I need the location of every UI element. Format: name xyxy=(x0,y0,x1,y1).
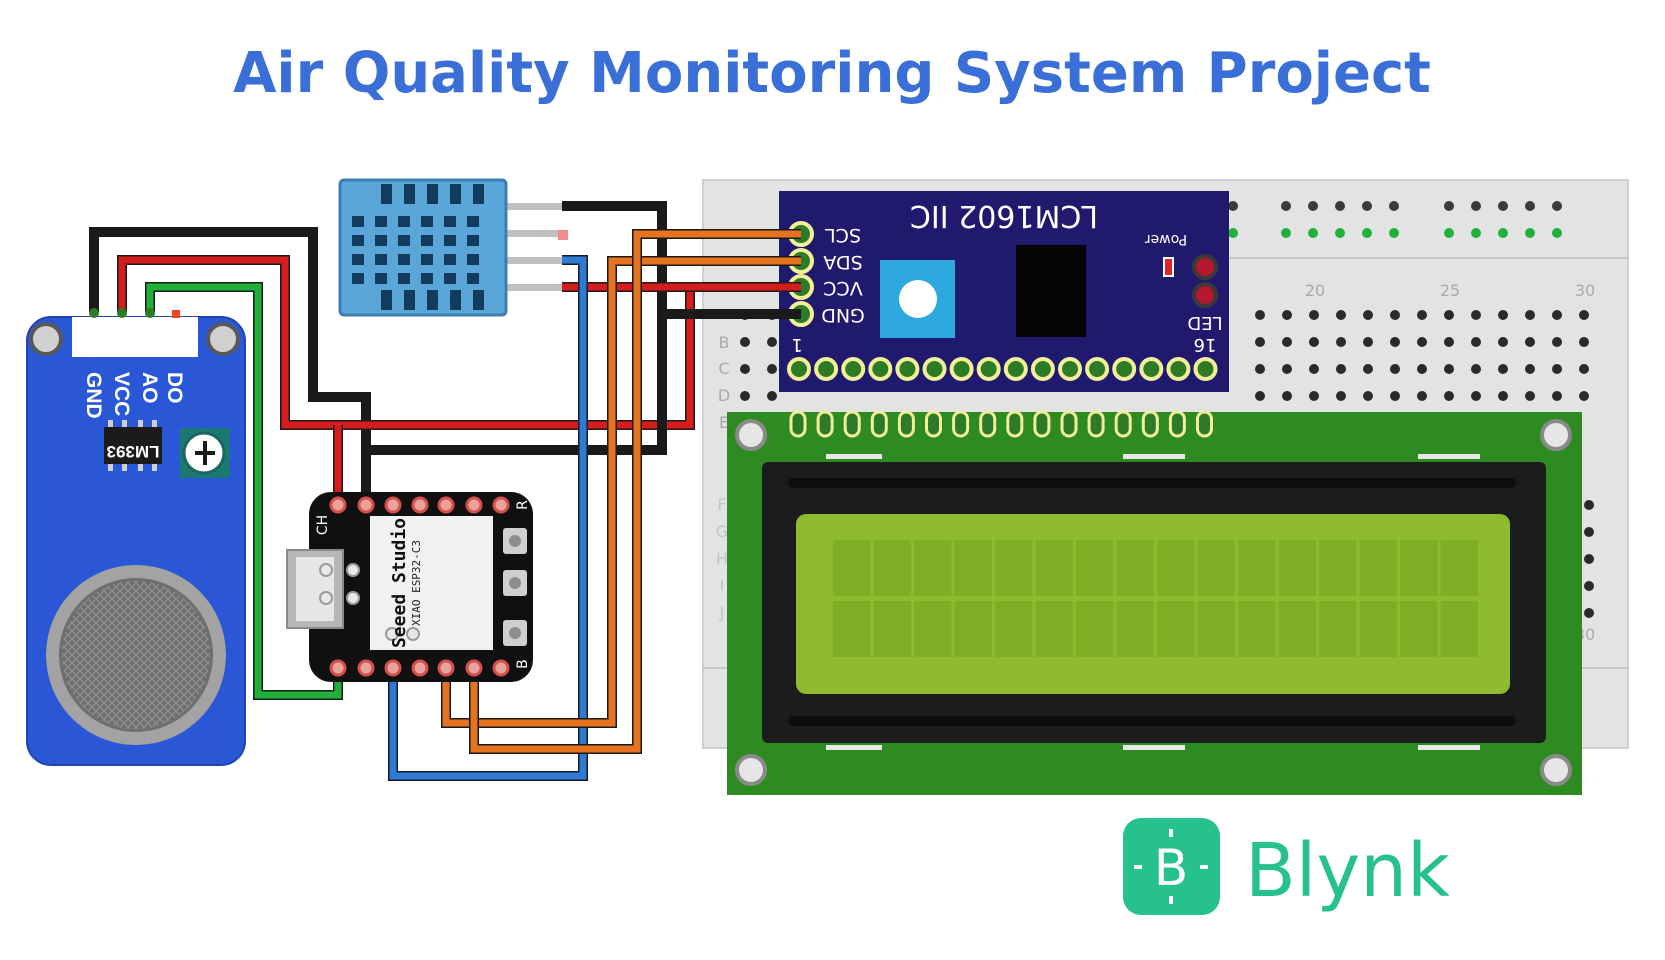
i2c-module-header-pins xyxy=(787,357,1218,381)
gas-sensor-module: DO AO VCC GND LM393 xyxy=(26,308,246,766)
blynk-icon xyxy=(1123,818,1220,915)
column-number-30: 30 xyxy=(1575,281,1595,300)
b-label: B xyxy=(515,659,531,669)
controller-brand: Seeed Studio xyxy=(389,518,410,648)
wires xyxy=(89,201,801,781)
row-letter-h: H xyxy=(716,549,728,568)
dht-nc-pin xyxy=(558,230,568,240)
pin-end-label: 16 xyxy=(1194,334,1217,355)
power-led xyxy=(1163,257,1174,277)
blynk-logo: B Blynk xyxy=(1123,818,1450,915)
ch-label: CH xyxy=(315,515,331,535)
breadboard-power-rail xyxy=(1228,201,1562,238)
row-letter-b: B xyxy=(719,333,730,352)
pin-label-vcc: VCC xyxy=(823,277,863,299)
comparator-chip-label: LM393 xyxy=(107,442,160,461)
dht-grille xyxy=(352,184,484,310)
blynk-wordmark: Blynk xyxy=(1245,828,1450,914)
pin-label-scl: SCL xyxy=(825,224,861,246)
sensor-pin-label-vcc: VCC xyxy=(110,372,133,416)
lcd-character-cells xyxy=(833,540,1478,657)
controller-model: XIAO ESP32-C3 xyxy=(410,540,423,626)
row-letter-d: D xyxy=(718,386,730,405)
lcd-i2c-module: LCM1602 IIC Power LED 16 1 SCL SDA VCC G… xyxy=(779,191,1229,392)
row-letter-e: E xyxy=(719,413,729,432)
led-label: LED xyxy=(1187,312,1222,333)
blynk-icon-glyph: B xyxy=(1154,839,1188,897)
dht-sensor xyxy=(338,178,564,317)
lcd-header-pins xyxy=(789,410,1213,438)
row-letter-i: I xyxy=(720,576,725,595)
column-number-25: 25 xyxy=(1440,281,1460,300)
lcd-display xyxy=(727,410,1582,795)
page-title: Air Quality Monitoring System Project xyxy=(233,41,1431,106)
xiao-esp32-c3: Seeed Studio XIAO ESP32-C3 CH R B xyxy=(286,492,533,682)
i2c-chip xyxy=(1016,245,1086,337)
power-label: Power xyxy=(1145,231,1188,247)
row-letter-j: J xyxy=(719,603,725,622)
sensor-pin-label-ao: AO xyxy=(138,372,161,404)
breadboard-holes xyxy=(740,310,1594,618)
pin-start-label: 1 xyxy=(791,334,802,355)
xiao-pins xyxy=(319,496,510,677)
row-letter-c: C xyxy=(718,359,729,378)
row-letter-g: G xyxy=(716,522,728,541)
sensor-pin-label-do: DO xyxy=(163,372,186,404)
column-number-20: 20 xyxy=(1305,281,1325,300)
pin-label-gnd: GND xyxy=(821,304,865,326)
comparator-chip xyxy=(104,427,162,464)
sensor-pin-label-gnd: GND xyxy=(82,372,105,419)
lcd-module-title: LCM1602 IIC xyxy=(910,198,1098,233)
r-label: R xyxy=(515,500,531,510)
pin-label-sda: SDA xyxy=(823,251,862,273)
row-letter-f: F xyxy=(717,495,726,514)
